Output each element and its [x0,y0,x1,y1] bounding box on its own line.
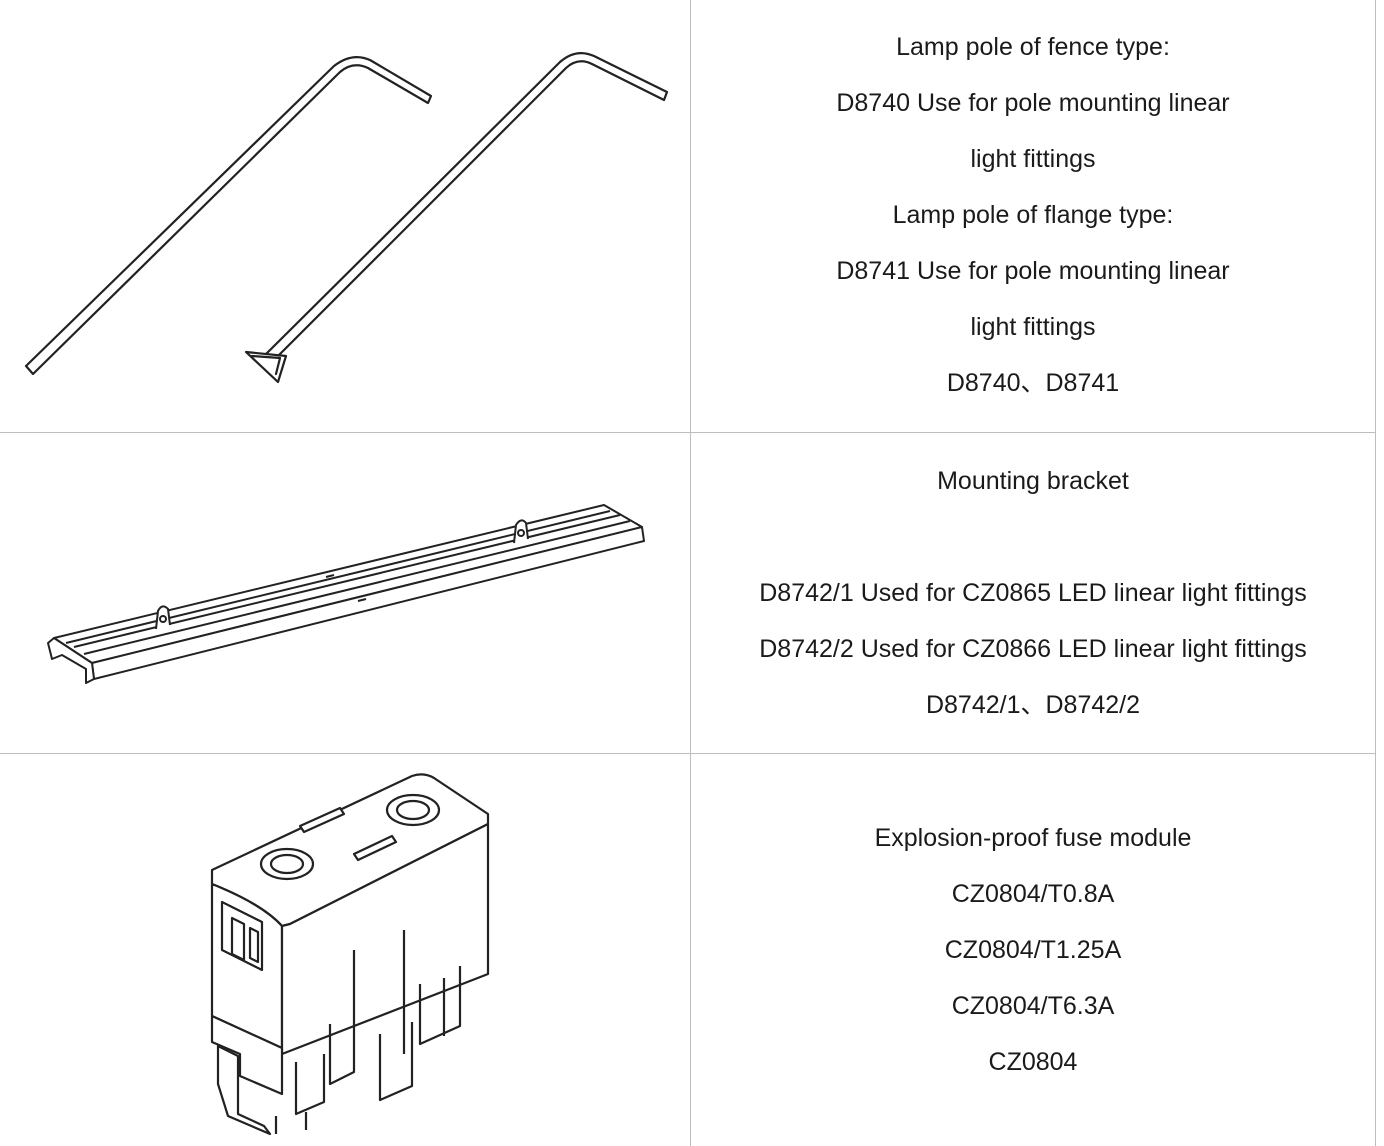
description-line: D8741 Use for pole mounting linear [836,257,1230,285]
description-line: Mounting bracket [937,467,1129,495]
lamp-poles-drawing [24,51,669,384]
table-row: Mounting bracket D8742/1 Used for CZ0865… [0,433,1384,754]
product-image-cell [0,0,690,433]
table-row: Explosion-proof fuse module CZ0804/T0.8A… [0,754,1384,1146]
description-cell: Mounting bracket D8742/1 Used for CZ0865… [691,433,1375,754]
row-divider [0,432,1375,433]
model-option: CZ0804/T6.3A [951,992,1115,1020]
product-image-cell [0,433,690,754]
model-numbers: D8740、D8741 [946,369,1120,397]
table-right-border [1375,0,1376,1146]
description-line: Explosion-proof fuse module [874,824,1192,852]
model-numbers: CZ0804 [988,1048,1078,1076]
description-line: Lamp pole of fence type: [896,33,1170,61]
model-numbers: D8742/1、D8742/2 [925,691,1141,719]
description-line: light fittings [970,145,1096,173]
description-line: light fittings [970,313,1096,341]
model-option: CZ0804/T0.8A [951,880,1115,908]
model-option: CZ0804/T1.25A [944,936,1122,964]
mounting-bracket-drawing [47,504,645,684]
product-image-cell [0,754,690,1146]
description-line: D8742/1 Used for CZ0865 LED linear light… [759,579,1307,607]
column-divider [690,0,691,1146]
fuse-module-drawing [210,773,490,1136]
description-cell: Explosion-proof fuse module CZ0804/T0.8A… [691,754,1375,1146]
description-line: D8742/2 Used for CZ0866 LED linear light… [759,635,1307,663]
row-divider [0,753,1375,754]
description-line: D8740 Use for pole mounting linear [836,89,1230,117]
description-line: Lamp pole of flange type: [892,201,1174,229]
description-cell: Lamp pole of fence type: D8740 Use for p… [691,0,1375,433]
table-row: Lamp pole of fence type: D8740 Use for p… [0,0,1384,433]
